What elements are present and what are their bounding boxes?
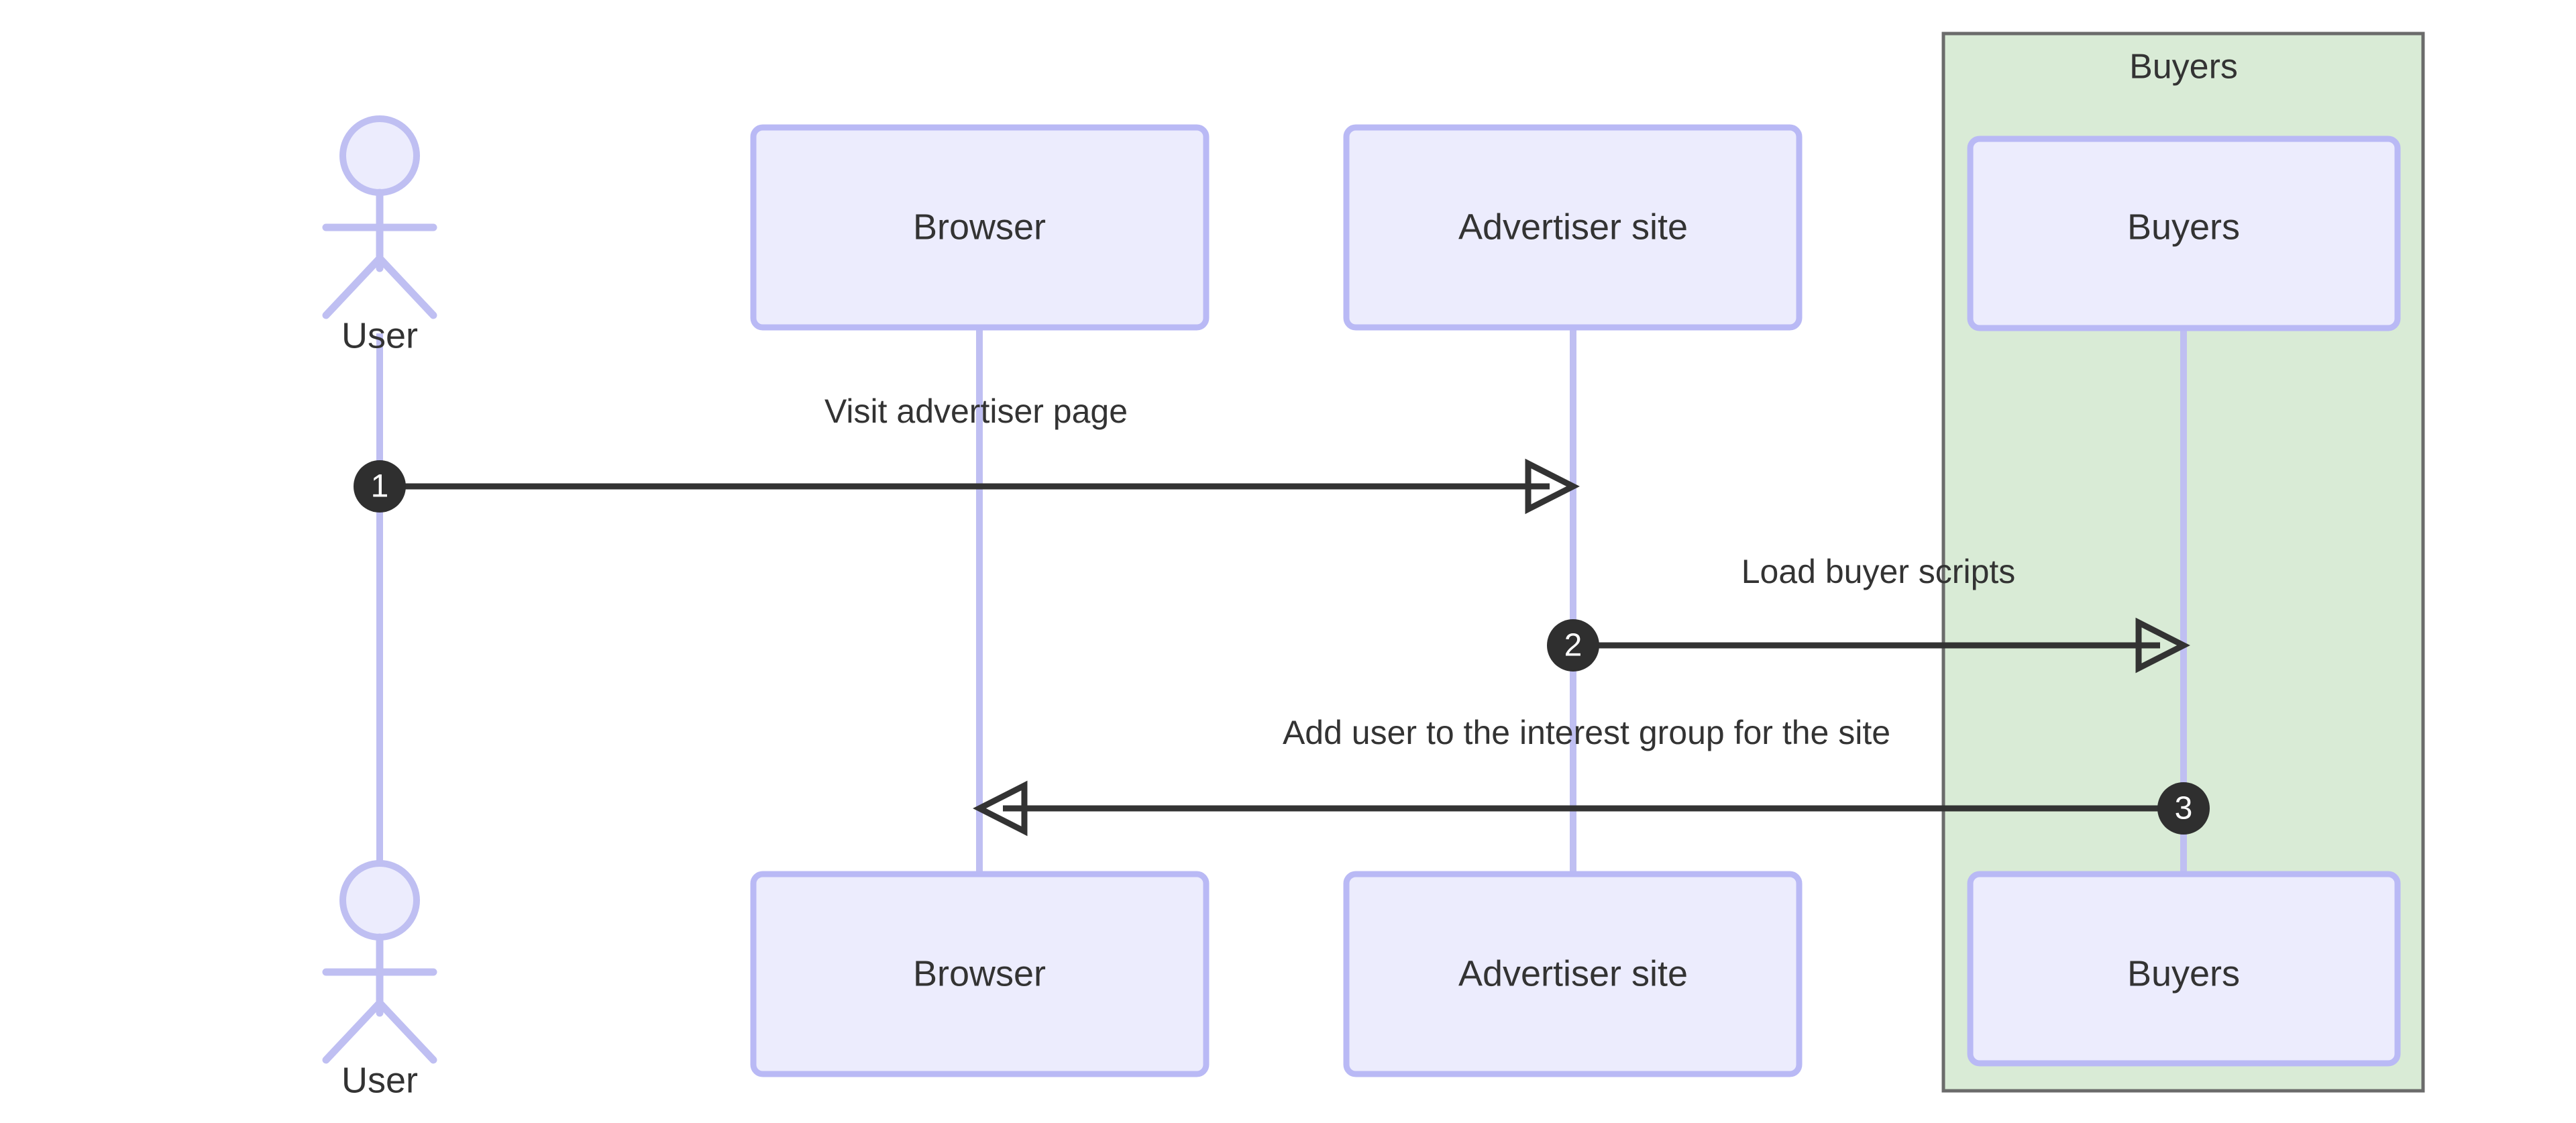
actor-head-icon [339, 860, 420, 941]
participant-box-advertiser-site-bottom[interactable]: Advertiser site [1343, 871, 1803, 1077]
participant-box-browser-top[interactable]: Browser [750, 124, 1210, 331]
message-3[interactable]: Add user to the interest group for the s… [973, 714, 2210, 837]
message-3-sequence-badge [2157, 782, 2210, 835]
message-1-sequence-number: 1 [371, 469, 389, 504]
actor-legs-icon [322, 997, 437, 1064]
actor-head-icon [339, 115, 420, 196]
message-2-sequence-badge [1547, 619, 1599, 672]
participant-box-advertiser-site-top[interactable]: Advertiser site [1343, 124, 1803, 331]
message-3-sequence-number: 3 [2175, 791, 2193, 826]
message-2-label: Load buyer scripts [1741, 553, 2016, 590]
message-1-label: Visit advertiser page [824, 392, 1128, 430]
participant-label: Browser [913, 953, 1046, 994]
participant-rect [1967, 871, 2401, 1067]
participant-label: Browser [913, 207, 1046, 247]
actor-user-bottom[interactable]: User [322, 860, 437, 1100]
participant-rect [750, 124, 1210, 331]
participant-rect [1343, 124, 1803, 331]
message-1-sequence-badge [354, 460, 406, 513]
message-1-arrowhead [1525, 458, 1580, 515]
message-1[interactable]: Visit advertiser page 1 [354, 392, 1580, 515]
participant-label: Buyers [2127, 207, 2240, 247]
message-3-label: Add user to the interest group for the s… [1283, 714, 1890, 751]
participant-box-buyers-bottom[interactable]: Buyers [1967, 871, 2401, 1067]
participant-rect [750, 871, 1210, 1077]
lifelines [376, 327, 2187, 877]
message-2-arrowhead [2135, 617, 2190, 674]
actor-user-top[interactable]: User [322, 115, 437, 356]
participant-label: Buyers [2127, 953, 2240, 994]
participant-rect [1967, 136, 2401, 331]
message-2-sequence-number: 2 [1564, 628, 1582, 663]
actor-label-user-top: User [341, 315, 418, 356]
actor-label-user-bottom: User [341, 1060, 418, 1100]
participant-label: Advertiser site [1458, 953, 1688, 994]
message-2[interactable]: Load buyer scripts 2 [1547, 553, 2190, 674]
participant-box-buyers-top[interactable]: Buyers [1967, 136, 2401, 331]
actor-legs-icon [322, 252, 437, 319]
participant-label: Advertiser site [1458, 207, 1688, 247]
participant-box-browser-bottom[interactable]: Browser [750, 871, 1210, 1077]
group-box-title: Buyers [2129, 48, 2238, 87]
message-3-arrowhead [973, 780, 1028, 837]
participant-rect [1343, 871, 1803, 1077]
